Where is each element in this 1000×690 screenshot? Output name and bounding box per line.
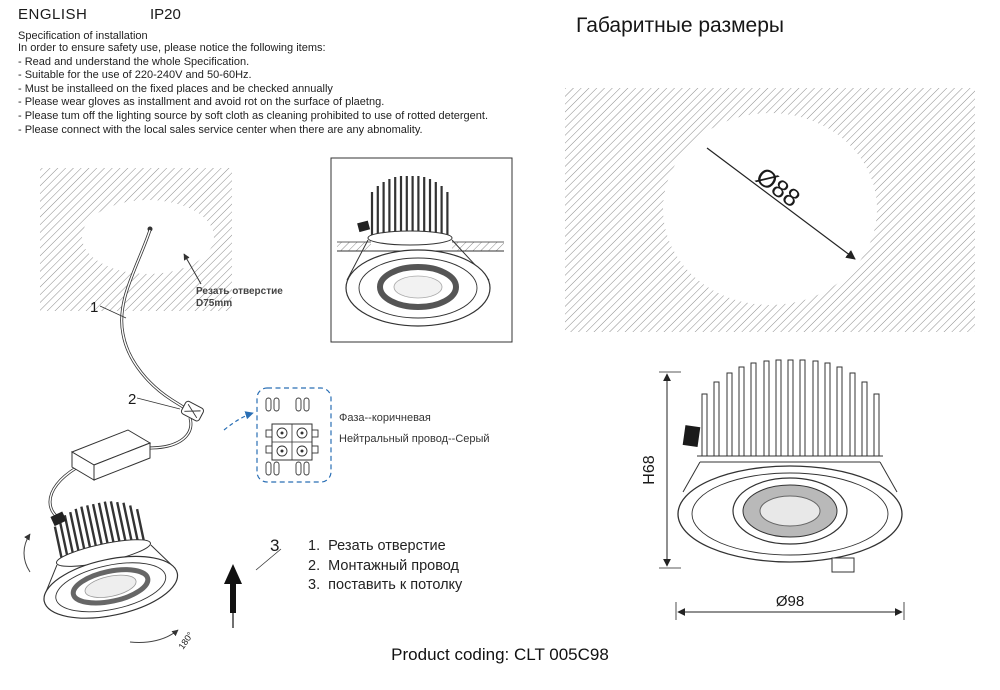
language-label: ENGLISH [18, 6, 88, 23]
wiring-pointer-arrow [223, 411, 254, 431]
diameter-dimension: Ø98 [675, 593, 905, 620]
text-line: - Suitable for the use of 220-240V and 5… [18, 69, 252, 82]
marker-3: 3 [270, 536, 279, 555]
step-markers: 1 2 3 [90, 299, 282, 571]
wiring-phase-label: Фаза--коричневая [339, 412, 431, 424]
text-line: - Please connect with the local sales se… [18, 123, 423, 136]
spec-instructions: In order to ensure safety use, please no… [18, 42, 548, 137]
wire-clamp [180, 400, 205, 422]
dimensions-title: Габаритные размеры [576, 14, 784, 37]
wiring-connector-diagram [223, 387, 332, 483]
outer-diameter-label: Ø98 [776, 593, 804, 610]
cutout-dimension-drawing: Ø88 [565, 88, 975, 332]
spec-title: Specification of installation [18, 30, 148, 42]
text-line: 3. поставить к потолку [308, 577, 463, 593]
text-line: In order to ensure safety use, please no… [18, 42, 326, 54]
rotation-angle-label: 180° [176, 630, 195, 651]
cut-hole-text: Резать отверстие [196, 286, 283, 297]
height-dimension: H68 [641, 371, 681, 569]
installed-view-inset [330, 157, 513, 343]
rotation-arrow-bottom [129, 629, 179, 643]
text-line: - Read and understand the whole Specific… [18, 55, 250, 68]
lamp-connector [50, 511, 67, 527]
marker-1: 1 [90, 299, 98, 316]
downlight-drawing: 180° [23, 501, 196, 651]
luminaire-side-view [677, 359, 903, 573]
ip-rating-label: IP20 [150, 6, 181, 23]
mounting-tab [831, 557, 855, 573]
wiring-neutral-label: Нейтральный провод--Серый [339, 433, 490, 445]
text-line: - Please tum off the lighting source by … [18, 109, 489, 122]
driver-box [70, 429, 152, 481]
text-line: - Please wear gloves as installment and … [18, 96, 385, 109]
text-line: - Must be installeed on the fixed places… [18, 82, 333, 95]
installation-steps: 1. Резать отверстие 2. Монтажный провод 3.… [308, 537, 462, 596]
cut-hole-size: D75mm [196, 298, 233, 309]
product-coding: Product coding: CLT 005C98 [391, 645, 609, 664]
rotation-arrow-left [23, 533, 31, 573]
height-label: H68 [641, 455, 658, 484]
up-arrow-icon [224, 564, 242, 628]
text-line: 1. Резать отверстие [308, 538, 446, 554]
text-line: 2. Монтажный провод [308, 557, 459, 574]
marker-2: 2 [128, 391, 136, 408]
side-view-connector [682, 425, 701, 448]
